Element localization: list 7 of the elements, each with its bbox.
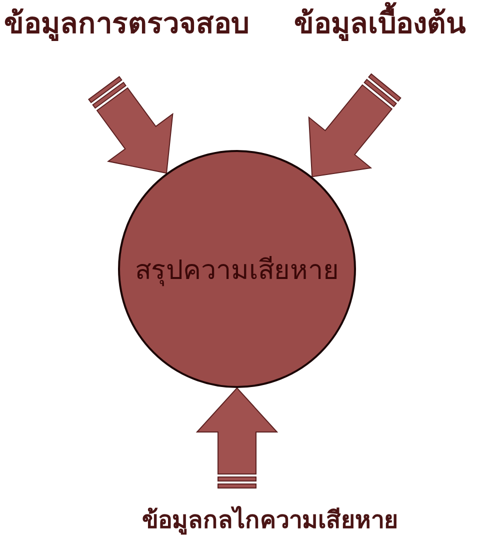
block-arrow (308, 73, 402, 178)
heading-label: ข้อมูลกลไกความเสียหาย (140, 500, 400, 540)
circle-label: สรุปความเสียหาย (135, 254, 339, 288)
heading-label: ข้อมูลเบื้องต้น (292, 0, 468, 48)
block-arrow (88, 76, 174, 174)
block-arrow (196, 387, 278, 488)
heading-label: ข้อมูลการตรวจสอบ (2, 0, 251, 48)
